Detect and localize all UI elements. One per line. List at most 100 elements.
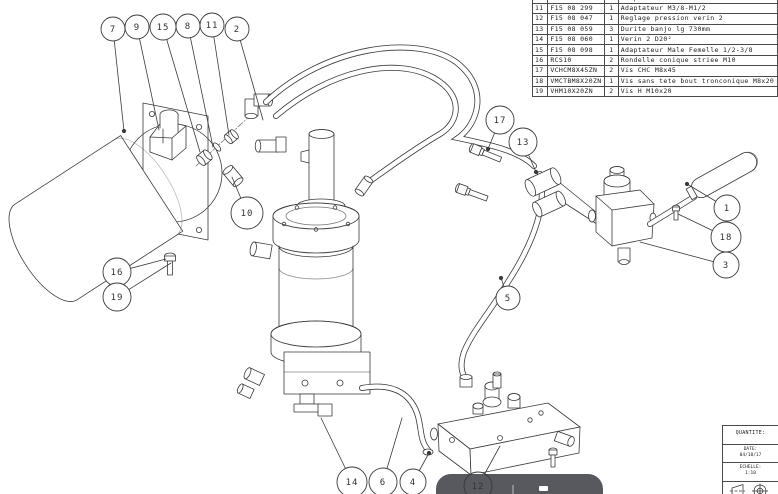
balloon-2: 2 (224, 16, 250, 42)
parts-table-cell-part_number: F15 08 098 (547, 44, 605, 56)
vis-chc-screw (468, 143, 503, 163)
balloon-number: 4 (410, 478, 416, 488)
leader-line-7 (112, 28, 125, 132)
pump-motor-assembly (8, 102, 223, 302)
parts-table-cell-qty: 1 (603, 34, 619, 46)
parts-table-cell-designation: Vis CHC M8x45 (617, 65, 778, 77)
balloon-callouts: 79158112101713118316195146412 (100, 12, 742, 494)
parts-table-cell-designation: Adaptateur Male Femelle 1/2-3/8 (617, 44, 778, 56)
scale-cell: ECHELLE: 1:10 (723, 463, 778, 482)
balloon-11: 11 (199, 12, 225, 38)
balloon-number: 7 (110, 25, 116, 35)
balloon-18: 18 (710, 221, 742, 253)
balloon-number: 11 (206, 21, 219, 31)
hose-end-fitting (459, 374, 473, 388)
parts-table-cell-item: 11 (531, 2, 549, 15)
parts-table-cell-designation: Adaptateur M3/8-M1/2 (617, 2, 778, 15)
parts-table-cell-item: 17 (531, 65, 549, 77)
balloon-13: 13 (508, 127, 538, 157)
parts-table-cell-qty: 1 (603, 2, 619, 15)
date-label: DATE: (743, 447, 758, 452)
parts-table-cell-part_number: F15 08 060 (547, 34, 605, 46)
parts-table-cell-item: 19 (531, 85, 549, 98)
balloon-7: 7 (100, 16, 126, 42)
vis-h-screw (164, 252, 176, 276)
balloon-10: 10 (230, 196, 264, 230)
balloon-circle (368, 467, 398, 494)
balloon-9: 9 (124, 14, 150, 40)
nut-fitting (196, 149, 213, 166)
parts-table-cell-part_number: F15 08 047 (547, 13, 605, 25)
parts-table-cell-designation: Verin 2 D20² (617, 34, 778, 46)
parts-table-cell-part_number: F15 08 059 (547, 23, 605, 36)
parts-table-cell-designation: Rondelle conique striee M10 (617, 54, 778, 67)
balloon-4: 4 (399, 468, 427, 494)
overlay-divider (512, 485, 514, 494)
leader-dot (498, 275, 504, 281)
leader-line-11 (211, 24, 230, 136)
balloon-number: 9 (134, 23, 140, 33)
balloon-circle (713, 194, 741, 222)
parts-table-cell-designation: Vis H M10x20 (617, 85, 778, 98)
parts-table-cell-part_number: RCS10 (547, 54, 605, 67)
balloon-number: 18 (720, 233, 733, 243)
balloon-6: 6 (368, 467, 398, 494)
projection-symbol-cell (723, 482, 778, 494)
vis-chc-screw (455, 183, 489, 202)
balloon-circle (508, 127, 538, 157)
parts-table-cell-designation: Durite banjo lg 730mm (617, 23, 778, 36)
parts-table-cell-item: 16 (531, 54, 549, 67)
leader-dot (485, 146, 491, 152)
manifold-block (430, 371, 581, 476)
hydraulic-cylinder (236, 129, 371, 417)
parts-table-cell-qty: 2 (603, 54, 619, 67)
leader-line-15 (162, 26, 201, 153)
balloon-circle (124, 14, 150, 40)
balloon-number: 8 (185, 22, 191, 32)
quick-couplers (524, 167, 601, 227)
parts-table-cell-designation: Reglage pression verin 2 (617, 13, 778, 25)
balloon-number: 17 (494, 116, 507, 126)
leader-dot (533, 169, 539, 175)
balloon-8: 8 (175, 13, 201, 39)
leader-line-3 (639, 241, 727, 266)
parts-table-cell-qty: 2 (603, 85, 619, 98)
control-valve-assembly (588, 151, 758, 265)
parts-table-cell-qty: 2 (603, 65, 619, 77)
balloon-circle (712, 251, 740, 279)
overlay-icon[interactable] (539, 486, 548, 491)
leader-line-9 (136, 26, 160, 131)
balloon-number: 5 (505, 294, 511, 304)
balloon-5: 5 (495, 285, 521, 311)
parts-table-cell-qty: 1 (603, 75, 619, 88)
parts-table-cell-item: 18 (531, 75, 549, 88)
balloon-number: 10 (241, 209, 254, 219)
parts-table-cell-part_number: VMCTBM8X20ZN (547, 75, 605, 88)
balloon-circle (230, 196, 264, 230)
parts-table-cell-part_number: VHM10X20ZN (547, 85, 605, 98)
washer-fitting (212, 142, 222, 152)
set-screw (672, 204, 680, 221)
parts-table-cell-designation: Vis sans tete bout tronconique M8x20 (617, 75, 778, 88)
bottom-toolbar-overlay[interactable] (436, 474, 603, 494)
balloon-17: 17 (485, 105, 515, 135)
balloon-19: 19 (102, 282, 132, 312)
balloon-number: 3 (723, 261, 729, 271)
quantity-cell: QUANTITE: (723, 426, 778, 445)
balloon-number: 16 (111, 268, 124, 278)
parts-table-cell-part_number: VCHCM8X45ZN (547, 65, 605, 77)
parts-table-cell-item: 13 (531, 23, 549, 36)
scale-label: ECHELLE: (739, 465, 762, 470)
leader-dot (684, 181, 690, 187)
parts-table-cell-item: 12 (531, 13, 549, 25)
parts-table-cell-qty: 1 (603, 13, 619, 25)
parts-table-cell-item: 14 (531, 34, 549, 46)
